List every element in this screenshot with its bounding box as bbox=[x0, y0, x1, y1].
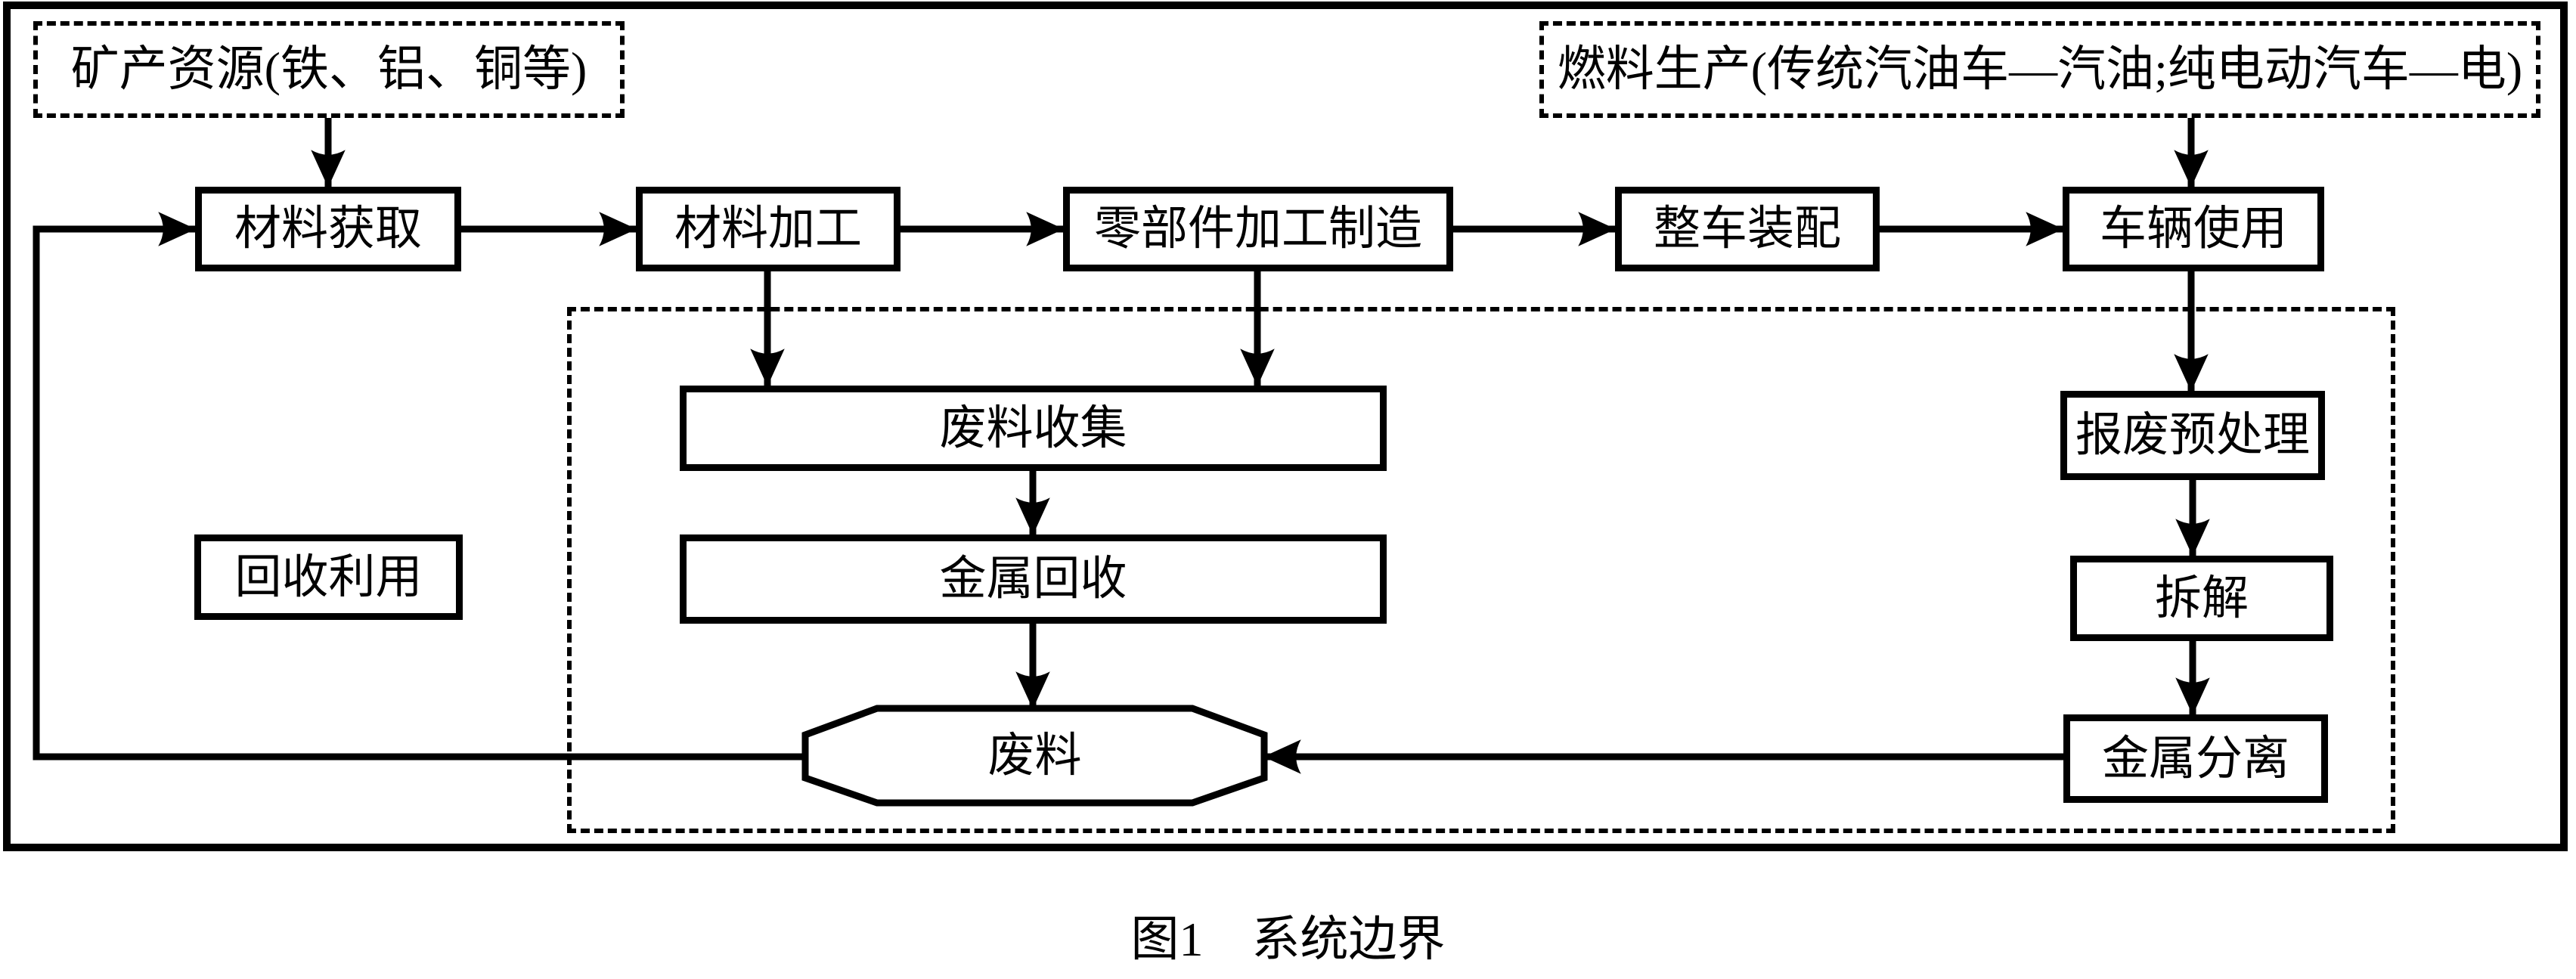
metal-recovery-label: 金属回收 bbox=[939, 553, 1127, 605]
node-material-acquisition: 材料获取 bbox=[195, 187, 461, 271]
mineral-resources-label: 矿产资源(铁、铝、铜等) bbox=[70, 42, 587, 96]
waste-collection-label: 废料收集 bbox=[939, 402, 1127, 454]
node-vehicle-use: 车辆使用 bbox=[2063, 187, 2324, 271]
waste-octagon-shape bbox=[801, 705, 1268, 807]
dismantling-label: 拆解 bbox=[2154, 572, 2249, 624]
metal-separation-label: 金属分离 bbox=[2101, 733, 2289, 785]
scrap-pretreatment-label: 报废预处理 bbox=[2075, 410, 2310, 461]
outer-system-frame bbox=[3, 2, 2568, 851]
node-dismantling: 拆解 bbox=[2070, 556, 2333, 641]
material-acquisition-label: 材料获取 bbox=[234, 203, 422, 255]
node-vehicle-assembly: 整车装配 bbox=[1615, 187, 1880, 271]
vehicle-use-label: 车辆使用 bbox=[2099, 203, 2287, 255]
node-waste-text: 废料 bbox=[805, 708, 1264, 803]
parts-manufacturing-label: 零部件加工制造 bbox=[1093, 203, 1422, 255]
feedback-loop-waste-to-acquisition bbox=[33, 212, 805, 761]
figure-caption: 图1 系统边界 bbox=[1130, 912, 1446, 966]
waste-label: 废料 bbox=[987, 730, 1082, 782]
fuel-production-label: 燃料生产(传统汽油车—汽油;纯电动汽车—电) bbox=[1557, 42, 2523, 96]
recycling-annotation-label: 回收利用 bbox=[234, 551, 423, 603]
node-metal-recovery: 金属回收 bbox=[680, 534, 1387, 624]
node-parts-manufacturing: 零部件加工制造 bbox=[1063, 187, 1453, 271]
node-recycling-annotation: 回收利用 bbox=[194, 534, 463, 620]
recycling-boundary-dashed-frame bbox=[567, 307, 2395, 833]
vehicle-assembly-label: 整车装配 bbox=[1653, 203, 1841, 255]
material-processing-label: 材料加工 bbox=[674, 203, 862, 255]
mineral-resources-box: 矿产资源(铁、铝、铜等) bbox=[33, 21, 625, 118]
node-material-processing: 材料加工 bbox=[636, 187, 901, 271]
node-waste-collection: 废料收集 bbox=[680, 386, 1387, 471]
fuel-production-box: 燃料生产(传统汽油车—汽油;纯电动汽车—电) bbox=[1539, 21, 2540, 118]
node-metal-separation: 金属分离 bbox=[2063, 714, 2328, 803]
node-scrap-pretreatment: 报废预处理 bbox=[2060, 391, 2325, 480]
